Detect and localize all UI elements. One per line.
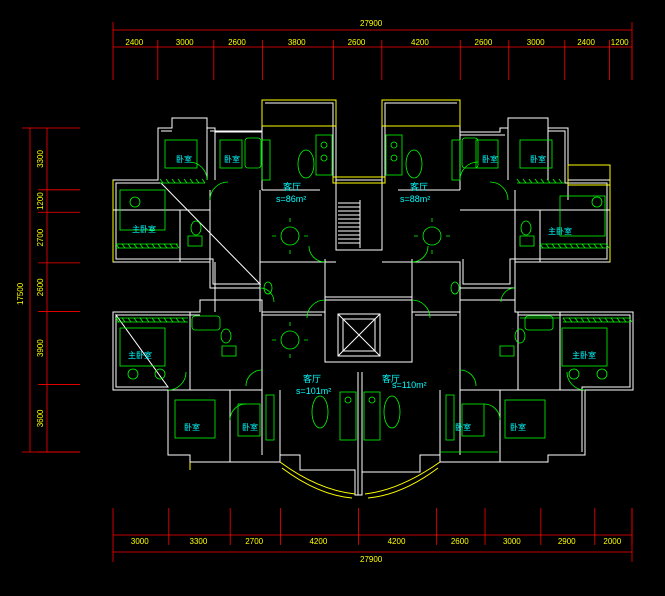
top-segment-dimension: 3800 bbox=[288, 38, 306, 47]
left-dimension-chain: 17500 bbox=[16, 127, 80, 453]
left-segment-dimension: 3900 bbox=[36, 339, 45, 357]
bedroom-label: 卧室 bbox=[482, 154, 498, 164]
fixtures bbox=[116, 134, 630, 453]
bottom-segment-dimension: 4200 bbox=[388, 537, 406, 546]
top-segment-dimension: 3000 bbox=[527, 38, 545, 47]
top-total-dimension: 27900 bbox=[360, 19, 383, 28]
bedroom-label: 卧室 bbox=[184, 422, 200, 432]
area-label-bl: s=101m² bbox=[296, 386, 331, 396]
bottom-segment-dimension: 3300 bbox=[190, 537, 208, 546]
top-segment-dimension: 3000 bbox=[176, 38, 194, 47]
bedroom-label: 卧室 bbox=[530, 154, 546, 164]
wardrobe-hatching bbox=[115, 178, 633, 323]
bottom-segment-dimension: 2600 bbox=[451, 537, 469, 546]
bottom-segment-dimension: 2000 bbox=[603, 537, 621, 546]
left-segment-labels: 3300 1200 2700 2600 3900 3600 bbox=[36, 150, 80, 453]
area-label-tl: s=86m² bbox=[276, 194, 306, 204]
left-total-dimension: 17500 bbox=[16, 282, 25, 305]
top-dimension-chain: 27900 bbox=[112, 19, 633, 80]
living-room-label-tl: 客厅 bbox=[283, 181, 301, 192]
living-room-label-bl: 客厅 bbox=[303, 373, 321, 384]
top-segment-dimension: 2400 bbox=[125, 38, 143, 47]
area-label-tr: s=88m² bbox=[400, 194, 430, 204]
area-label-br: s=110m² bbox=[392, 380, 427, 390]
room-labels: 客厅 s=86m² 客厅 s=88m² 客厅 s=101m² 客厅 s=110m… bbox=[128, 154, 596, 432]
bedroom-label: 卧室 bbox=[224, 154, 240, 164]
bedroom-label: 卧室 bbox=[176, 154, 192, 164]
bottom-segment-dimension: 4200 bbox=[309, 537, 327, 546]
master-bedroom-label: 主卧室 bbox=[548, 226, 572, 236]
master-bedroom-label: 主卧室 bbox=[128, 350, 152, 360]
top-segment-dimension: 2600 bbox=[228, 38, 246, 47]
living-room-label-br: 客厅 bbox=[382, 373, 400, 384]
bedroom-label: 卧室 bbox=[510, 422, 526, 432]
left-segment-dimension: 2600 bbox=[36, 278, 45, 296]
bedroom-label: 卧室 bbox=[242, 422, 258, 432]
balconies-and-windows bbox=[112, 99, 611, 499]
top-segment-dimension: 1200 bbox=[611, 38, 629, 47]
bottom-segment-dimension: 3000 bbox=[131, 537, 149, 546]
left-segment-dimension: 3300 bbox=[36, 150, 45, 168]
left-segment-dimension: 1200 bbox=[36, 192, 45, 210]
top-segment-dimension: 2600 bbox=[475, 38, 493, 47]
bedroom-label: 卧室 bbox=[455, 422, 471, 432]
bottom-segment-labels: 3000 3300 2700 4200 4200 2600 3000 2900 2000 bbox=[131, 508, 633, 546]
top-segment-dimension: 4200 bbox=[411, 38, 429, 47]
bottom-dimension-chain: 27900 bbox=[112, 508, 633, 564]
bottom-total-dimension: 27900 bbox=[360, 555, 383, 564]
living-room-label-tr: 客厅 bbox=[410, 181, 428, 192]
master-bedroom-label: 主卧室 bbox=[132, 224, 156, 234]
bottom-segment-dimension: 3000 bbox=[503, 537, 521, 546]
top-segment-dimension: 2400 bbox=[577, 38, 595, 47]
staircase bbox=[338, 200, 361, 248]
master-bedroom-label: 主卧室 bbox=[572, 350, 596, 360]
bottom-segment-dimension: 2700 bbox=[245, 537, 263, 546]
top-segment-dimension: 2600 bbox=[348, 38, 366, 47]
top-segment-labels: 2400 3000 2600 3800 2600 4200 2600 3000 2400 1200 bbox=[125, 38, 633, 80]
left-segment-dimension: 3600 bbox=[36, 409, 45, 427]
left-segment-dimension: 2700 bbox=[36, 228, 45, 246]
bottom-segment-dimension: 2900 bbox=[558, 537, 576, 546]
